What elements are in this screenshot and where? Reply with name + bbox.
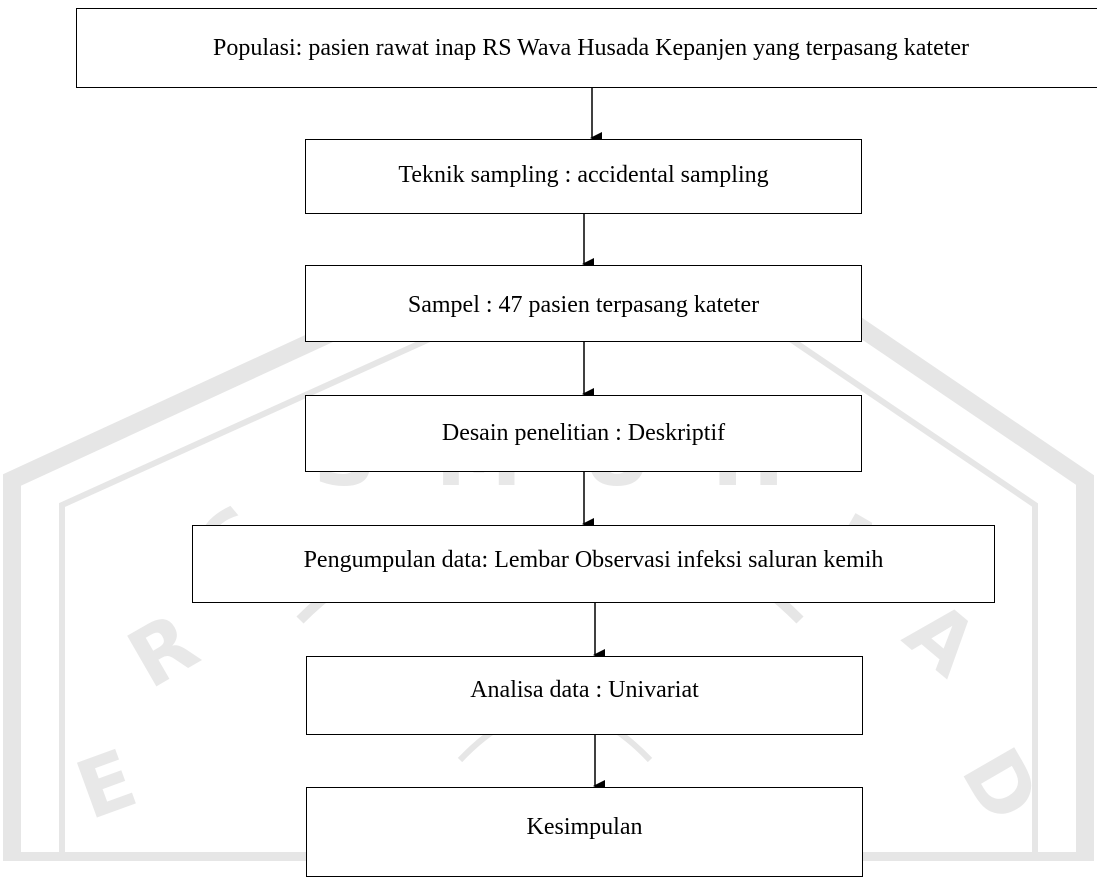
step-pengumpulan-data-text: Pengumpulan data: Lembar Observasi infek… — [303, 547, 884, 573]
step-sampel-text: Sampel : 47 pasien terpasang kateter — [407, 292, 760, 318]
step-teknik-sampling: Teknik sampling : accidental sampling — [305, 139, 862, 214]
step-teknik-sampling-text: Teknik sampling : accidental sampling — [398, 162, 769, 188]
step-populasi-text: Populasi: pasien rawat inap RS Wava Husa… — [212, 35, 970, 61]
seal-letter-r: R — [113, 595, 213, 706]
step-populasi: Populasi: pasien rawat inap RS Wava Husa… — [76, 8, 1097, 88]
step-kesimpulan: Kesimpulan — [306, 787, 863, 877]
step-kesimpulan-text: Kesimpulan — [526, 814, 643, 840]
step-analisa-data: Analisa data : Univariat — [306, 656, 863, 735]
step-desain-penelitian-text: Desain penelitian : Deskriptif — [441, 420, 726, 446]
step-sampel: Sampel : 47 pasien terpasang kateter — [305, 265, 862, 342]
step-desain-penelitian: Desain penelitian : Deskriptif — [305, 395, 862, 472]
step-analisa-data-text: Analisa data : Univariat — [470, 677, 699, 703]
step-pengumpulan-data: Pengumpulan data: Lembar Observasi infek… — [192, 525, 995, 603]
seal-letter-d: D — [944, 733, 1058, 837]
seal-letter-e: E — [65, 732, 148, 838]
